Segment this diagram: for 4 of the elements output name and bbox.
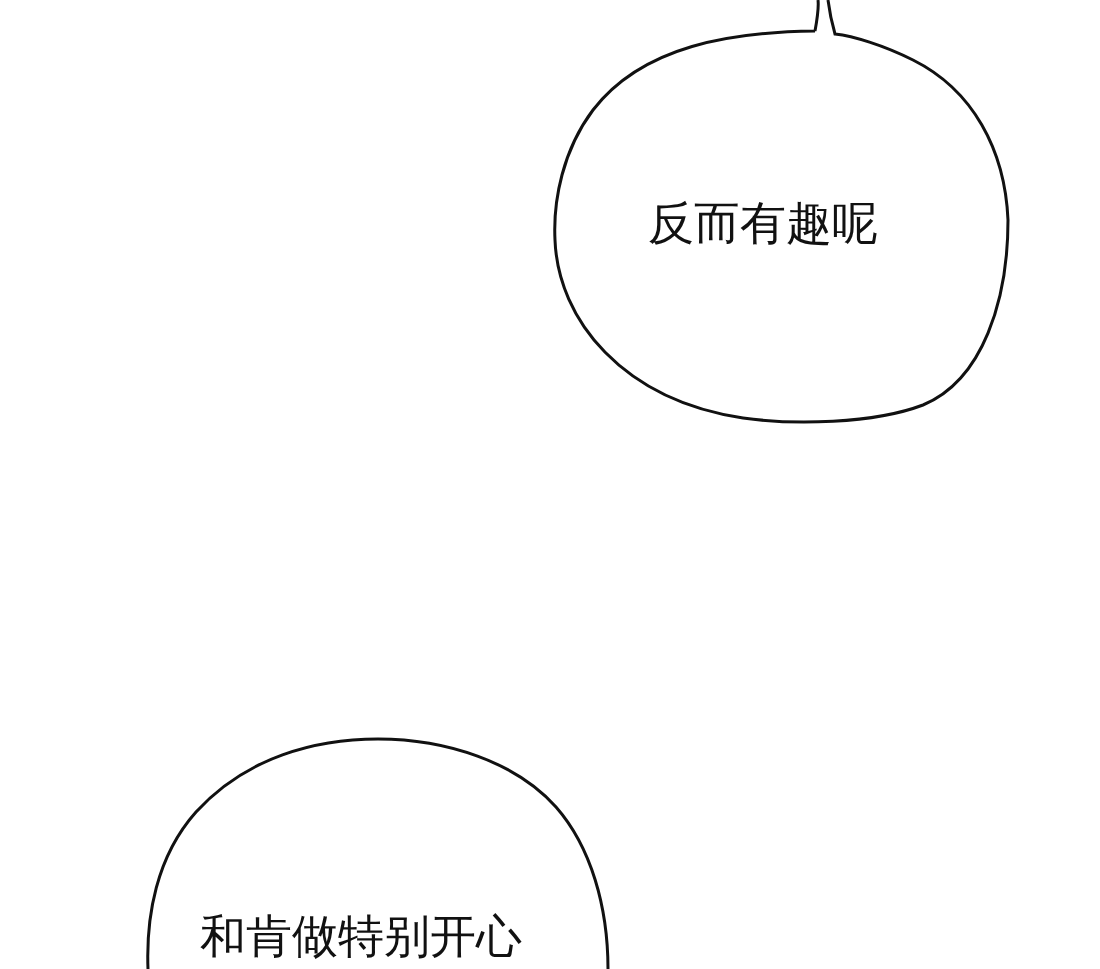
dialogue-text: 反而有趣呢 xyxy=(648,200,878,246)
dialogue-text: 和肯做特别开心 xyxy=(200,913,522,959)
speech-bubble xyxy=(553,0,1011,423)
speech-bubble xyxy=(146,737,610,969)
